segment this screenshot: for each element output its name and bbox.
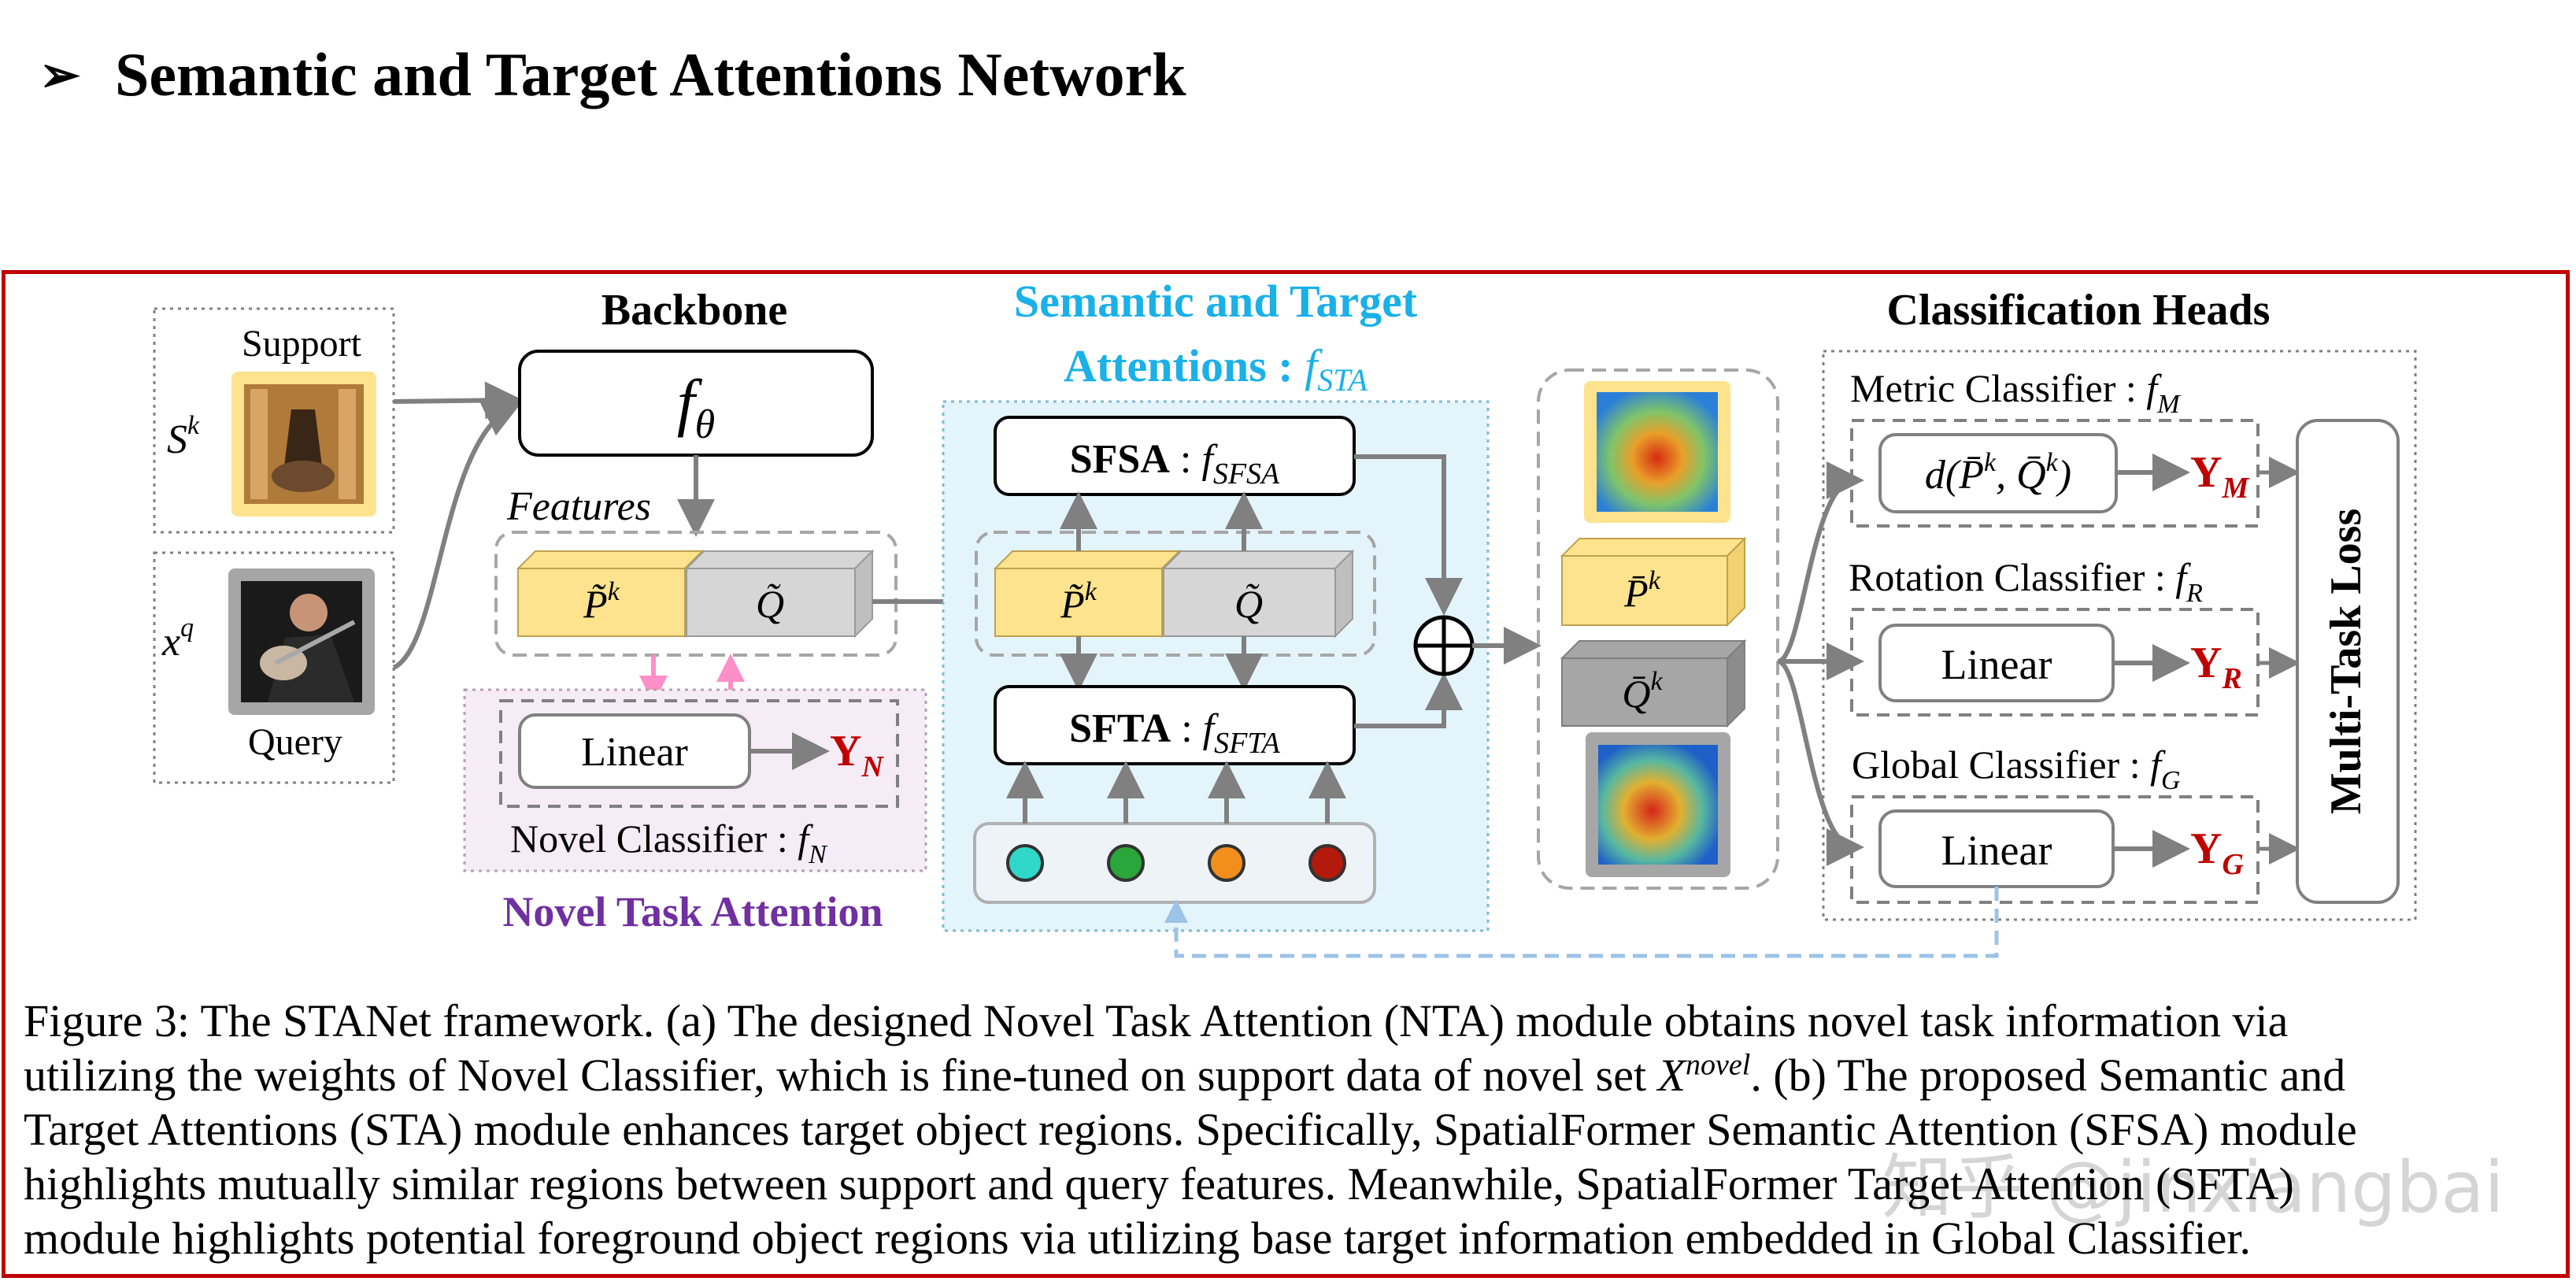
- caption-line-3: Target Attentions (STA) module enhances …: [24, 1104, 2357, 1155]
- query-input-group: xq Query: [153, 551, 395, 784]
- query-symbol: xq: [161, 613, 194, 665]
- global-classifier-label: Global Classifier : fG: [1852, 742, 2181, 795]
- sta-p-tilde-block: P̃k: [993, 549, 1182, 639]
- caption-line-5: module highlights potential foreground o…: [24, 1213, 2252, 1264]
- q-bar-block: Q̄k: [1560, 639, 1747, 728]
- heads-title: Classification Heads: [1887, 286, 2271, 335]
- target-dots: [1006, 844, 1346, 882]
- svg-text:SFSA : fSFSA: SFSA : fSFSA: [1070, 437, 1280, 491]
- rotation-linear-label: Linear: [1941, 641, 2052, 688]
- caption-line-4: highlights mutually similar regions betw…: [24, 1158, 2294, 1209]
- sta-q-tilde-block: Q̃: [1161, 549, 1355, 639]
- svg-text:P̄k: P̄k: [1623, 566, 1661, 615]
- backbone-title: Backbone: [601, 286, 788, 335]
- nta-output: YN: [830, 727, 884, 783]
- svg-text:P̃k: P̃k: [1060, 577, 1097, 626]
- caption-line-1: Figure 3: The STANet framework. (a) The …: [24, 995, 2289, 1046]
- multi-task-loss-box: [2296, 419, 2400, 904]
- support-input-group: Support Sk: [153, 307, 395, 534]
- watermark-text: 知乎 @jinxiangbai: [1882, 1146, 2504, 1229]
- heatmap-support-icon: [1584, 381, 1730, 523]
- svg-text:SFTA : fSFTA: SFTA : fSFTA: [1069, 706, 1280, 760]
- q-tilde-block: Q̃: [684, 549, 875, 639]
- nta-title: Novel Task Attention: [502, 888, 883, 935]
- p-bar-block: P̄k: [1560, 536, 1747, 628]
- sta-title-line1: Semantic and Target: [1014, 276, 1418, 327]
- figure-frame: [2, 270, 2570, 1278]
- nta-linear-label: Linear: [581, 730, 688, 775]
- svg-text:Q̃: Q̃: [756, 582, 784, 626]
- guitarist-photo-icon: [228, 568, 375, 715]
- nta-region: Linear YN Novel Classifier : fN: [463, 688, 927, 872]
- sta-title-line2: Attentions : fSTA: [1064, 340, 1368, 398]
- sta-region: SFSA : fSFSA P̃k Q̃ SFTA : fSFTA: [942, 400, 1490, 932]
- target-dot: [1107, 844, 1145, 882]
- arrow-bullet-icon: ➢: [39, 49, 80, 102]
- global-linear-label: Linear: [1941, 827, 2052, 874]
- fusion-output-group: P̄k Q̄k: [1537, 368, 1779, 890]
- sfsa-block: SFSA : fSFSA: [994, 416, 1356, 496]
- global-output: YG: [2190, 824, 2244, 881]
- slide-title: ➢ Semantic and Target Attentions Network: [39, 39, 1186, 110]
- target-dot: [1308, 844, 1346, 882]
- svg-text:P̃k: P̃k: [583, 577, 620, 626]
- svg-text:Q̄k: Q̄k: [1622, 667, 1663, 716]
- features-group: P̃k Q̃: [494, 531, 898, 657]
- backbone-block: fθ: [518, 350, 874, 457]
- caption-line-2: utilizing the weights of Novel Classifie…: [24, 1048, 2346, 1101]
- p-tilde-block: P̃k: [516, 549, 705, 639]
- slide-title-text: Semantic and Target Attentions Network: [114, 40, 1186, 109]
- svg-text:Q̃: Q̃: [1234, 582, 1263, 626]
- target-dot: [1208, 844, 1245, 882]
- figure-caption: Figure 3: The STANet framework. (a) The …: [24, 994, 2559, 1265]
- metric-distance-label: d(P̄k, Q̄k): [1925, 448, 2071, 498]
- oplus-fusion-icon: [1413, 615, 1475, 676]
- rotation-classifier-label: Rotation Classifier : fR: [1849, 555, 2203, 608]
- sfta-block: SFTA : fSFTA: [994, 685, 1356, 765]
- heads-region: Metric Classifier : fM d(P̄k, Q̄k) YM Ro…: [1822, 350, 2417, 921]
- rotation-output: YR: [2190, 639, 2242, 695]
- target-dot: [1006, 844, 1044, 882]
- support-symbol: Sk: [167, 411, 200, 462]
- metric-classifier-label: Metric Classifier : fM: [1850, 366, 2181, 419]
- support-label: Support: [242, 323, 362, 365]
- heatmap-query-icon: [1586, 732, 1730, 877]
- novel-classifier-label: Novel Classifier : fN: [510, 817, 828, 869]
- query-label: Query: [248, 721, 342, 763]
- metric-output: YM: [2190, 448, 2249, 505]
- guitar-photo-icon: [231, 372, 376, 517]
- multi-task-loss-label: Multi-Task Loss: [2322, 509, 2371, 815]
- features-label: Features: [506, 484, 651, 529]
